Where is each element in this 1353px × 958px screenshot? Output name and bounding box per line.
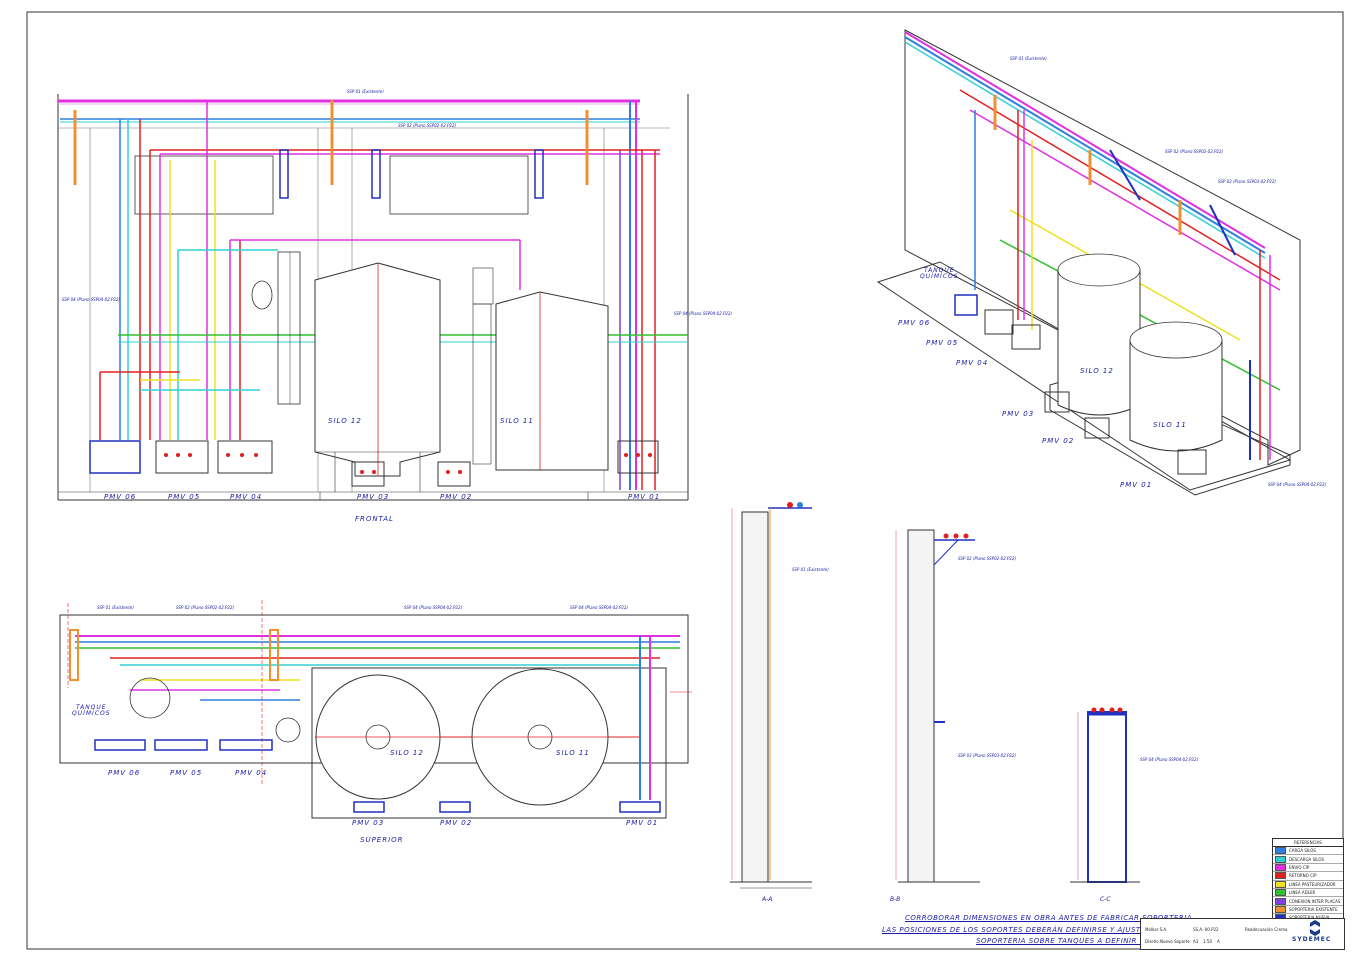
tag-ssp04-section-cc: SSP 04 (Plano SSP04-02.P22) — [1140, 757, 1199, 762]
superior-view-title: SUPERIOR — [360, 836, 404, 844]
legend-swatch — [1275, 880, 1286, 888]
legend-label: RETORNO CIP — [1289, 873, 1317, 879]
legend-row: RETORNO CIP — [1273, 872, 1343, 881]
tag-ssp04-frontal-right: SSP 04 (Plano SSP04-02.P22) — [674, 311, 733, 316]
tag-ssp01-superior: SSP 01 (Existente) — [97, 605, 134, 610]
superior-silo-12: SILO 12 — [390, 749, 424, 757]
title-scale: 1:50 — [1203, 939, 1212, 944]
section-cc — [1070, 707, 1140, 883]
warning-tank-supports: SOPORTERIA SOBRE TANQUES A DEFINIR EN OB… — [976, 937, 1175, 945]
legend-swatch — [1275, 905, 1286, 913]
iso-silo-12: SILO 12 — [1080, 367, 1114, 375]
tag-ssp02-frontal: SSP 02 (Plano SSP02-02.P22) — [398, 123, 457, 128]
superior-silo-11: SILO 11 — [556, 749, 590, 757]
frontal-pmv-02: PMV 02 — [440, 493, 473, 501]
section-bb — [895, 529, 980, 883]
superior-pmv-03: PMV 03 — [352, 819, 385, 827]
legend-row: LINEA ADLER — [1273, 889, 1343, 898]
legend-label: CARGA SILOS — [1289, 848, 1316, 854]
legend-row: CONEXION INTER PLACAS — [1273, 897, 1343, 906]
tag-ssp04-frontal-left: SSP 04 (Plano SSP04-02.P22) — [62, 297, 121, 302]
legend-label: CONEXION INTER PLACAS — [1289, 898, 1341, 904]
legend-swatch — [1275, 863, 1286, 871]
legend-label: LINEA PASTEURIZADOR — [1289, 881, 1336, 887]
frontal-pmv-03: PMV 03 — [357, 493, 390, 501]
tag-ssp04-iso: SSP 04 (Plano SSP04-02.P22) — [1268, 482, 1327, 487]
company-name: SYDEMEC — [1292, 936, 1332, 943]
iso-pmv-01: PMV 01 — [1120, 481, 1153, 489]
superior-pmv-02: PMV 02 — [440, 819, 473, 827]
legend: REFERENCIAS CARGA SILOS DESCARGA SILOS E… — [1272, 838, 1344, 923]
iso-pmv-03: PMV 03 — [1002, 410, 1035, 418]
superior-view — [59, 600, 692, 819]
tag-ssp03-section-bb: SSP 03 (Plano SSP03-02.P22) — [958, 753, 1017, 758]
section-aa — [730, 502, 812, 889]
legend-label: LINEA ADLER — [1289, 890, 1316, 896]
company-logo-icon — [1310, 920, 1320, 936]
tag-ssp01-section-aa: SSP 01 (Existente) — [792, 567, 829, 572]
superior-tank-label: TANQUE QUÍMICOS — [72, 704, 111, 717]
iso-tank-label: TANQUE QUÍMICOS — [920, 267, 959, 280]
iso-pmv-06: PMV 06 — [898, 319, 931, 327]
legend-swatch — [1275, 847, 1286, 855]
frontal-pmv-01: PMV 01 — [628, 493, 661, 501]
frontal-view-title: FRONTAL — [355, 515, 394, 523]
title-desc: Diseño Nuevo Soporte — [1145, 939, 1190, 944]
legend-swatch — [1275, 889, 1286, 897]
legend-swatch — [1275, 872, 1286, 880]
frontal-pmv-05: PMV 05 — [168, 493, 201, 501]
legend-label: SOPORTERIA NUEVA — [1289, 915, 1329, 920]
superior-pmv-06: PMV 06 — [108, 769, 141, 777]
frontal-view — [57, 94, 689, 501]
warning-dimensions: CORROBORAR DIMENSIONES EN OBRA ANTES DE … — [905, 914, 1193, 922]
legend-swatch — [1275, 855, 1286, 863]
legend-label: DESCARGA SILOS — [1289, 856, 1325, 862]
superior-pmv-01: PMV 01 — [626, 819, 659, 827]
legend-row: DESCARGA SILOS — [1273, 855, 1343, 864]
title-client: Molkar S.A. — [1145, 927, 1168, 932]
iso-silo-11: SILO 11 — [1153, 421, 1187, 429]
legend-swatch — [1275, 897, 1286, 905]
warning-support-positions: LAS POSICIONES DE LOS SOPORTES DEBERÁN D… — [882, 926, 1189, 934]
tag-ssp02-section-bb: SSP 02 (Plano SSP02-02.P22) — [958, 556, 1017, 561]
frontal-silo-11: SILO 11 — [500, 417, 534, 425]
section-cc-label: C-C — [1100, 896, 1111, 903]
frontal-pmv-06: PMV 06 — [104, 493, 137, 501]
superior-pmv-05: PMV 05 — [170, 769, 203, 777]
company-logo: SYDEMEC — [1290, 920, 1340, 946]
tag-ssp04-superior-a: SSP 04 (Plano SSP04-02.P22) — [404, 605, 463, 610]
tag-ssp02-iso: SSP 02 (Plano SSP02-02.P22) — [1165, 149, 1224, 154]
legend-title: REFERENCIAS — [1273, 839, 1343, 847]
title-rev: A — [1217, 939, 1220, 944]
frontal-silo-12: SILO 12 — [328, 417, 362, 425]
legend-label: SOPORTERIA EXISTENTE — [1289, 906, 1338, 912]
tag-ssp01-iso: SSP 01 (Existente) — [1010, 56, 1047, 61]
tag-ssp03-iso: SSP 03 (Plano SSP03-02.P22) — [1218, 179, 1277, 184]
section-bb-label: B-B — [890, 896, 901, 903]
tag-ssp04-superior-b: SSP 04 (Plano SSP04-02.P22) — [570, 605, 629, 610]
tag-ssp02-superior: SSP 02 (Plano SSP02-02.P22) — [176, 605, 235, 610]
isometric-view — [876, 29, 1301, 496]
title-block: Molkar S.A. SS.A.-00.P22 Readecuación Cr… — [1140, 918, 1345, 950]
legend-row: SOPORTERIA EXISTENTE — [1273, 905, 1343, 915]
iso-pmv-04: PMV 04 — [956, 359, 989, 367]
title-plan: SS.A.-00.P22 — [1193, 927, 1219, 932]
frontal-pmv-04: PMV 04 — [230, 493, 263, 501]
legend-row: CARGA SILOS — [1273, 847, 1343, 856]
legend-row: ENVIO CIP — [1273, 863, 1343, 873]
title-size: A3 — [1193, 939, 1199, 944]
legend-label: ENVIO CIP — [1289, 864, 1310, 870]
iso-pmv-05: PMV 05 — [926, 339, 959, 347]
legend-row: LINEA PASTEURIZADOR — [1273, 880, 1343, 889]
iso-pmv-02: PMV 02 — [1042, 437, 1075, 445]
tag-ssp01-frontal: SSP 01 (Existente) — [347, 89, 384, 94]
title-project: Readecuación Crema — [1245, 927, 1288, 932]
superior-pmv-04: PMV 04 — [235, 769, 268, 777]
section-aa-label: A-A — [762, 896, 773, 903]
